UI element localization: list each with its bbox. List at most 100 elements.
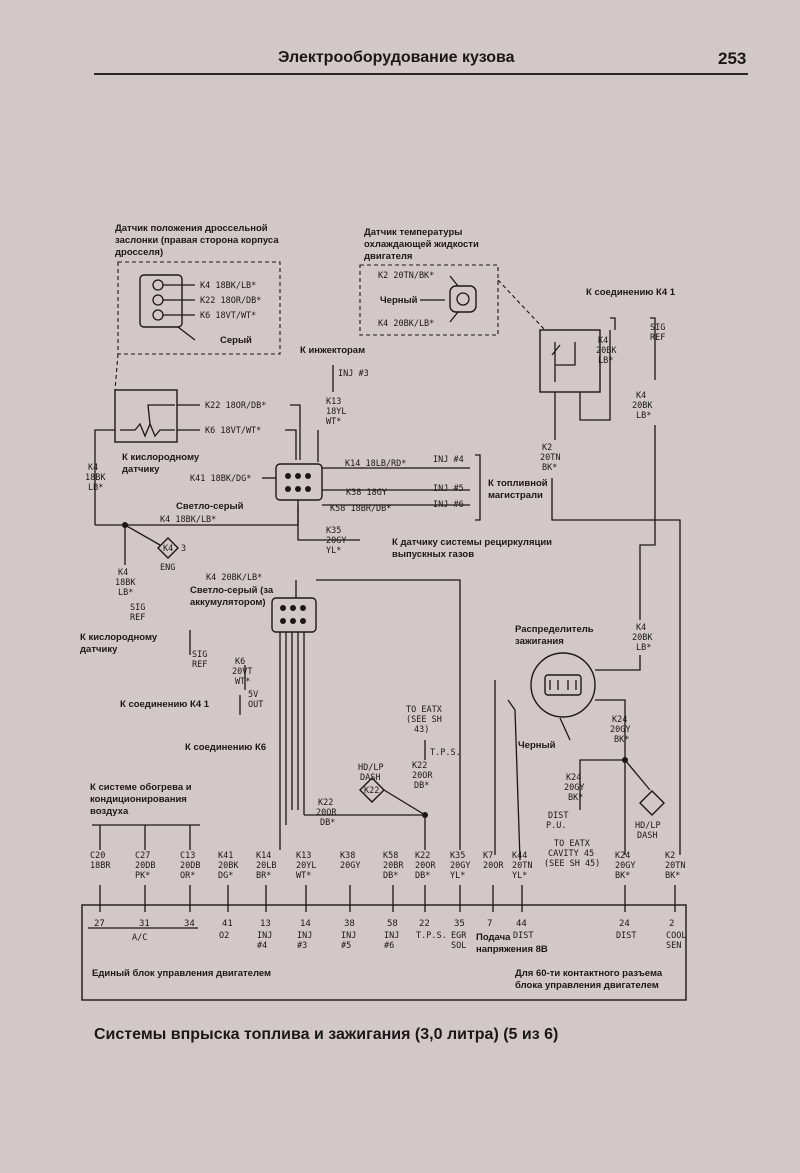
- inj5-label: INJ #5: [433, 484, 464, 494]
- k13-2: 18YL: [326, 407, 346, 417]
- pcm-pin-function: SOL: [451, 941, 466, 951]
- pcm-wire-group: C2018BR27C2720DBPK*31C1320DBOR*34K4120BK…: [90, 851, 686, 951]
- hdlp2-1: HD/LP: [635, 821, 661, 831]
- tps-tag: T.P.S.: [430, 748, 461, 758]
- connector-upper-body: [275, 463, 323, 501]
- pcm-pin-number: 34: [184, 919, 195, 929]
- pcm-wire-code: K58: [383, 851, 398, 861]
- pcm-pin-function: EGR: [451, 931, 467, 941]
- header-rule: [94, 73, 748, 75]
- hvac-stubs: [92, 824, 200, 850]
- light-gray-bat-1: Светло-серый (за: [190, 585, 274, 596]
- fuel-rail-2: магистрали: [488, 490, 543, 501]
- pcm-wire-code: K14: [256, 851, 271, 861]
- pcm-wire-code: 20BK: [218, 861, 239, 871]
- k4-left-1: K4: [88, 463, 98, 473]
- k4-1-stubs: [610, 317, 656, 380]
- k4-right-2: 20BK: [632, 401, 653, 411]
- k4-dist-2: 20BK: [632, 633, 653, 643]
- k6-20vt-2: 20VT: [232, 667, 252, 677]
- tps-wire-k22: K22 18OR/DB*: [200, 296, 261, 306]
- pcm-pin-function: INJ: [341, 931, 356, 941]
- k4-dist-1: K4: [636, 623, 646, 633]
- k22-mid-3: DB*: [414, 781, 429, 791]
- coolant-wire-k4: K4 20BK/LB*: [378, 319, 434, 329]
- tps-right-leads: [177, 404, 200, 431]
- to-eatx-1: TO EATX: [406, 705, 443, 715]
- k22-left-2: 20OR: [316, 808, 337, 818]
- page-header-title: Электрооборудование кузова: [278, 49, 515, 66]
- hdlp2-2: DASH: [637, 831, 657, 841]
- conn-lower-pin: [290, 618, 296, 624]
- tps-connector: [139, 274, 183, 328]
- pcm-wire-code: DB*: [415, 871, 430, 881]
- k35-wire: [297, 505, 360, 541]
- k4-top-3: LB*: [598, 356, 613, 366]
- pcm-wire-code: YL*: [450, 871, 465, 881]
- pcm-pin-function: #3: [297, 941, 307, 951]
- pcm-wire-code: K2: [665, 851, 675, 861]
- k24-b-2: 20GY: [564, 783, 584, 793]
- k13-1: K13: [326, 397, 341, 407]
- pcm-wire-code: WT*: [296, 871, 311, 881]
- sig-ref-1a: SIG: [130, 603, 145, 613]
- coolant-connector: [449, 285, 477, 313]
- tps-resistor: [120, 422, 175, 438]
- pcm-wire-code: 20TN: [512, 861, 532, 871]
- pcm-wire-code: 20TN: [665, 861, 685, 871]
- hdlp1-1: HD/LP: [358, 763, 384, 773]
- to-o2-top-2: датчику: [122, 464, 160, 475]
- pcm-pin-number: 22: [419, 919, 430, 929]
- pcm-pin-function: #5: [341, 941, 351, 951]
- coolant-leader: [497, 279, 546, 331]
- to-eatx2-3: (SEE SH 45): [544, 859, 600, 869]
- pcm-pin-function: O2: [219, 931, 229, 941]
- k2-route: [551, 478, 681, 855]
- k14-label: K14 18LB/RD*: [345, 459, 406, 469]
- k4-bus-label: K4 18BK/LB*: [160, 515, 216, 525]
- dist-pu-2: P.U.: [546, 821, 566, 831]
- eng-diamond: [157, 537, 179, 559]
- pcm-pin-number: 38: [344, 919, 355, 929]
- conn-upper-pin: [295, 473, 301, 479]
- light-gray-bat-2: аккумулятором): [190, 597, 266, 608]
- tps-wire-k6: K6 18VT/WT*: [200, 311, 256, 321]
- supply-1: Подача: [476, 932, 511, 943]
- sig-ref-top-1: SIG: [650, 323, 665, 333]
- to-injectors-label: К инжекторам: [300, 345, 365, 356]
- k35-3: YL*: [326, 546, 341, 556]
- pcm-pin-function: #4: [257, 941, 267, 951]
- dist-pu-1: DIST: [548, 811, 568, 821]
- k58-label: K58 18BR/DB*: [330, 504, 391, 514]
- pcm-label: Единый блок управления двигателем: [92, 968, 271, 979]
- tps-element-box: [114, 389, 178, 443]
- pcm-wire-code: BK*: [615, 871, 630, 881]
- conn-lower-pin: [290, 605, 296, 611]
- conn-lower-pin: [280, 605, 286, 611]
- pcm-pin-number: 31: [139, 919, 150, 929]
- pcm-pin-number: 35: [454, 919, 465, 929]
- black2-leader: [559, 717, 571, 741]
- k2-top-2: 20TN: [540, 453, 560, 463]
- k35-route: [316, 579, 461, 850]
- pcm-wire-code: DG*: [218, 871, 233, 881]
- tps-label-2: заслонки (правая сторона корпуса: [115, 235, 279, 246]
- k4-top-1: K4: [598, 336, 608, 346]
- pcm-wire-code: BK*: [665, 871, 680, 881]
- sig-ref-2b: REF: [192, 660, 207, 670]
- coolant-element-box: [539, 329, 601, 393]
- k4-right-1: K4: [636, 391, 646, 401]
- k4-18bk-3: LB*: [118, 588, 133, 598]
- pcm-wire-code: 20GY: [450, 861, 470, 871]
- k35-2: 20GY: [326, 536, 346, 546]
- pcm-wire-code: 20BR: [383, 861, 404, 871]
- sv-out-1: 5V: [248, 690, 258, 700]
- tps-sensor-block: Датчик положения дроссельной заслонки (п…: [115, 223, 281, 355]
- pcm-wire-code: K44: [512, 851, 527, 861]
- k4-right-wire: [639, 425, 656, 620]
- pcm-wire-code: K38: [340, 851, 355, 861]
- pcm-wire-code: DB*: [383, 871, 398, 881]
- eng-k4: K4: [163, 544, 173, 554]
- pcm-pin-function: INJ: [257, 931, 272, 941]
